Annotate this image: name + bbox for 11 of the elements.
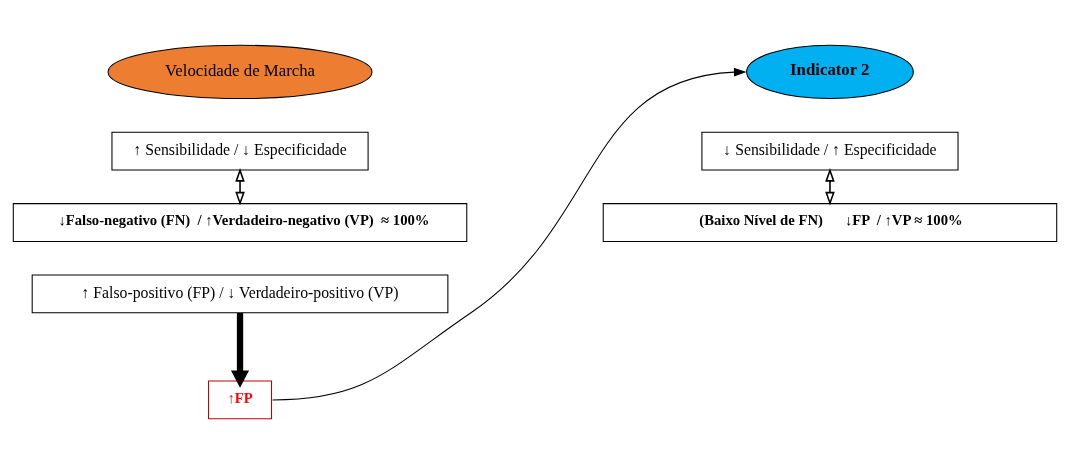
node-box: ↓Falso-negativo (FN) / ↑Verdadeiro-negativo (VP) ≈ 100% (12, 203, 468, 242)
node-box: ↑ Sensibilidade / ↓ Especificidade (111, 131, 369, 171)
node-box: ↑ Falso-positivo (FP) / ↓ Verdadeiro-positivo (VP) (31, 274, 449, 314)
node-ellipse: Indicator 2 (746, 44, 914, 100)
arrow (825, 168, 835, 206)
arrow (235, 168, 245, 206)
node-box: (Baixo Nível de FN) ↓FP / ↑VP ≈ 100% (602, 203, 1058, 242)
node-box: ↓ Sensibilidade / ↑ Especificidade (701, 131, 959, 171)
node-box: ↑FP (208, 380, 273, 420)
arrow (272, 67, 747, 401)
node-ellipse: Velocidade de Marcha (107, 44, 373, 100)
